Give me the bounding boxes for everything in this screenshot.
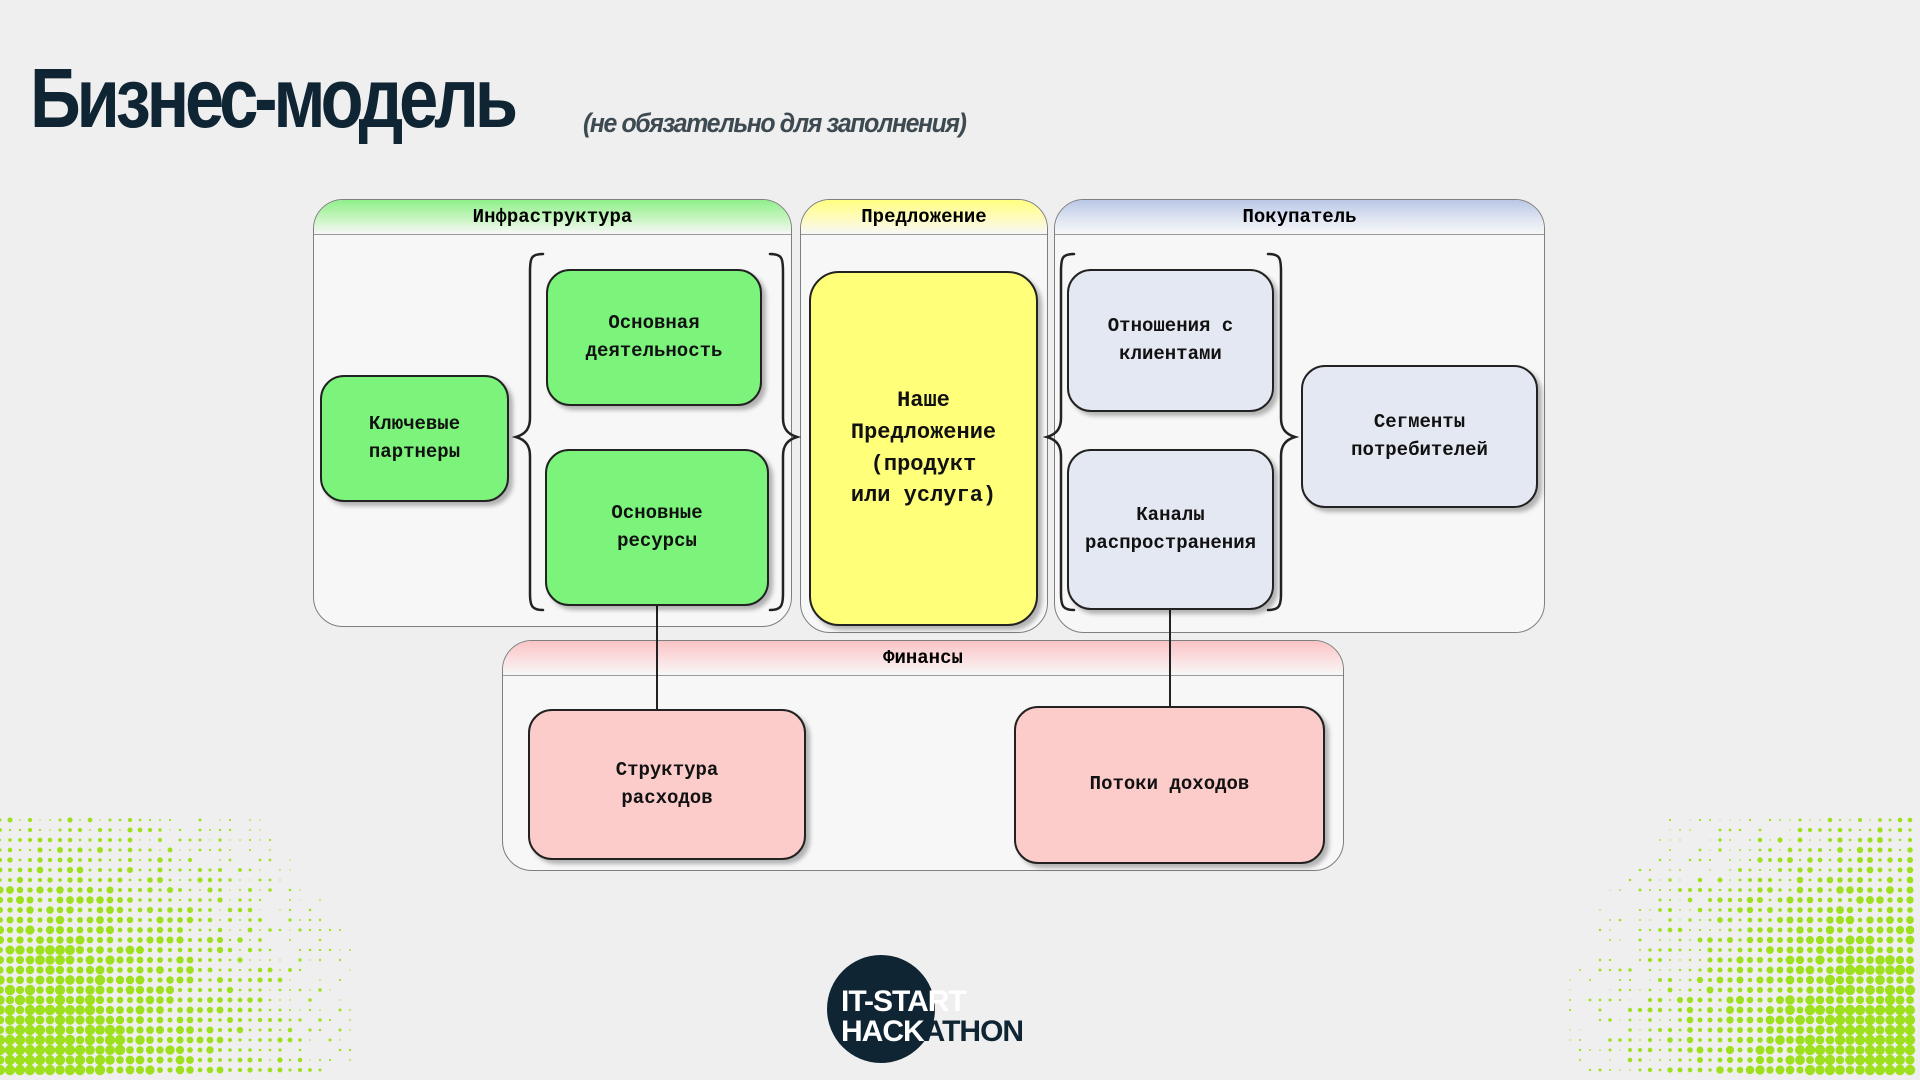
it-start-hackathon-logo: IT-START HACKATHON bbox=[827, 955, 1037, 1065]
key-partners-box: Ключевые партнеры bbox=[320, 375, 509, 502]
logo-text-line2: HACKATHON bbox=[841, 1017, 1023, 1047]
brace-right-infrastructure bbox=[770, 254, 797, 610]
customer-relationships-box: Отношения с клиентами bbox=[1067, 269, 1274, 412]
revenue-streams-box: Потоки доходов bbox=[1014, 706, 1325, 864]
key-activities-box: Основная деятельность bbox=[546, 269, 762, 406]
logo-text-athon: ATHON bbox=[924, 1015, 1023, 1048]
logo-text-hack: HACK bbox=[841, 1015, 924, 1048]
value-proposition-box: Наше Предложение (продукт или услуга) bbox=[809, 271, 1038, 626]
logo-text-line1: IT-START bbox=[841, 987, 966, 1017]
brace-left-infrastructure bbox=[516, 254, 543, 610]
channels-box: Каналы распространения bbox=[1067, 449, 1274, 610]
key-resources-box: Основные ресурсы bbox=[545, 449, 769, 606]
customer-segments-box: Сегменты потребителей bbox=[1301, 365, 1538, 508]
cost-structure-box: Структура расходов bbox=[528, 709, 806, 860]
